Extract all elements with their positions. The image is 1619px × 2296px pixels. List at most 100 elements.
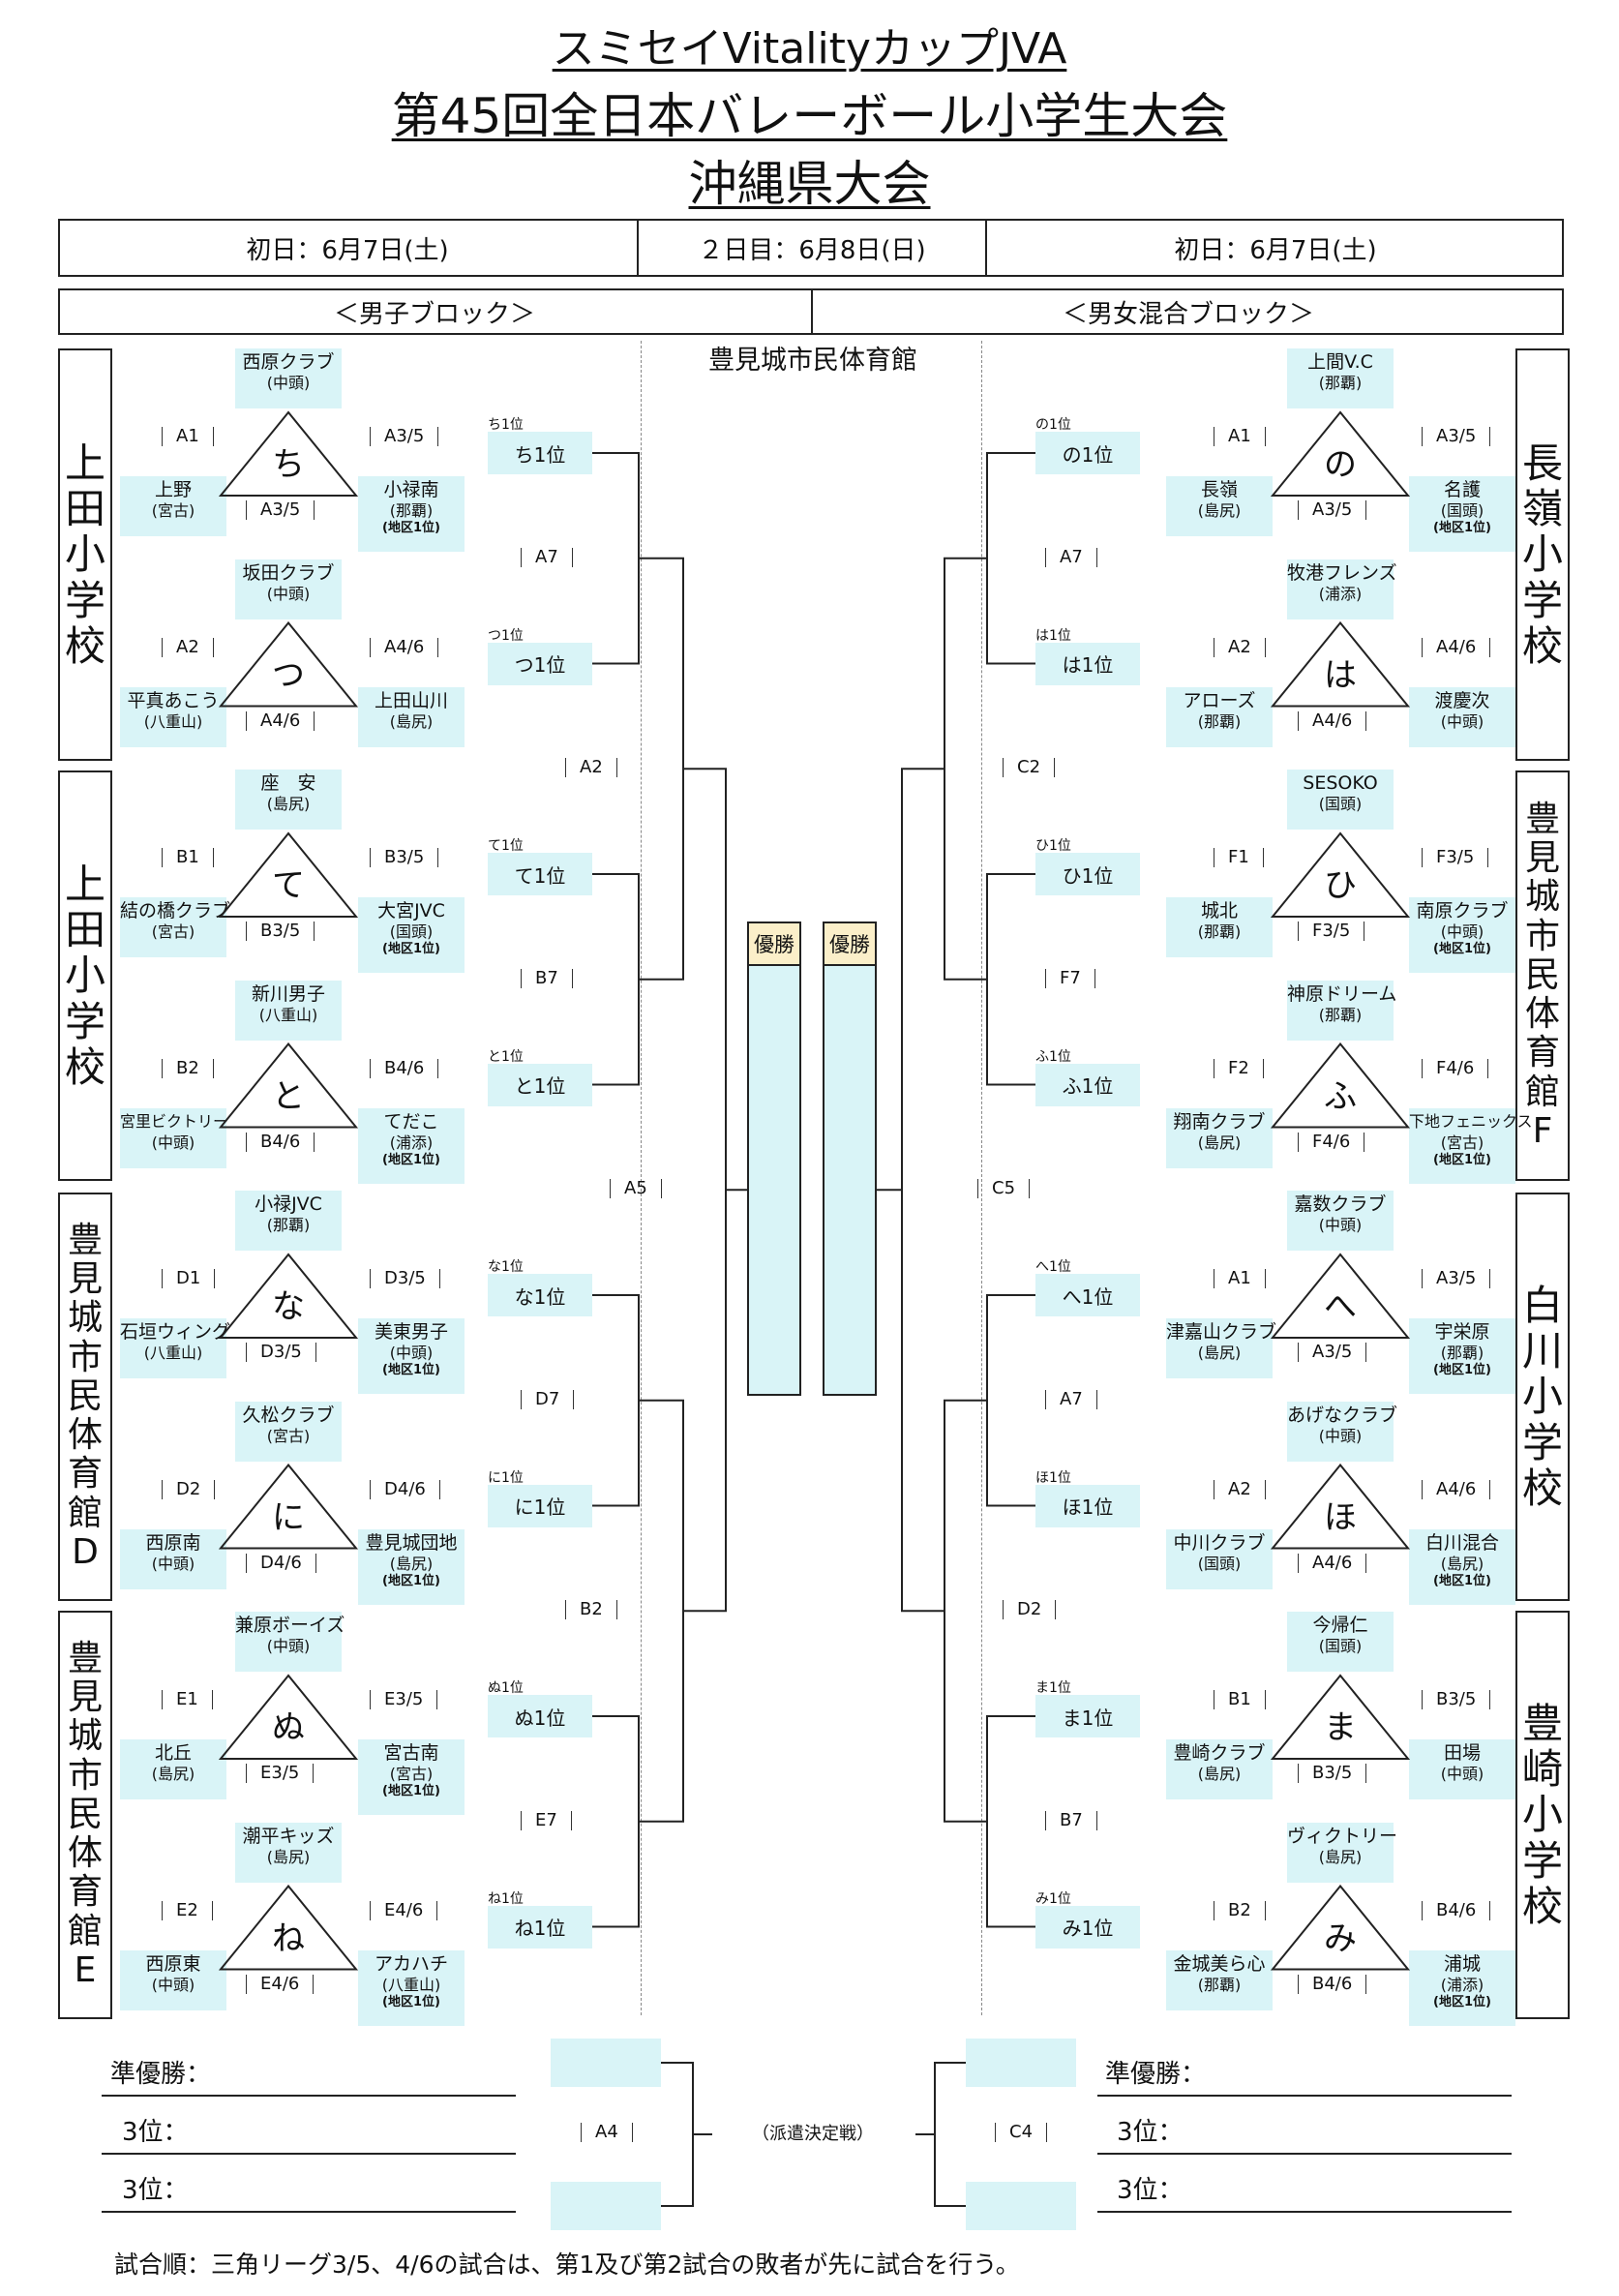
team-top-て: 座 安(島尻): [235, 770, 342, 830]
group-kana-ふ: ふ: [1324, 1076, 1357, 1116]
champion-box-right[interactable]: [823, 964, 877, 1396]
team-right-へ: 宇栄原(那覇)(地区1位): [1409, 1318, 1515, 1394]
team-left-へ: 津嘉山クラブ(島尻): [1166, 1318, 1276, 1378]
team-right-み: 浦城(浦添)(地区1位): [1409, 1949, 1515, 2026]
venue-char: 見: [1524, 837, 1560, 878]
team-left-ぬ: 北丘(島尻): [120, 1739, 226, 1799]
team-name: 結の橋クラブ: [120, 900, 231, 921]
match-label: B3/5: [232, 921, 328, 941]
match-label: D2: [148, 1479, 228, 1499]
match-label: A4/6: [1408, 1479, 1504, 1499]
match-label: D4/6: [232, 1553, 330, 1573]
playoff-slot-left-1[interactable]: [551, 2039, 661, 2087]
team-left-み: 金城美ら心(那覇): [1166, 1949, 1273, 2010]
group-triangle-み: [1270, 1884, 1411, 1971]
team-name: 石垣ウィング: [120, 1321, 231, 1343]
district-winner-badge: (地区1位): [1433, 1363, 1491, 1377]
third-label-left-2: 3位：: [122, 2176, 189, 2205]
venue-char: 嶺: [1521, 485, 1563, 533]
team-region: (宮古): [151, 501, 195, 520]
venue-l-1: 上田小学校: [58, 348, 112, 761]
team-name: 潮平キッズ: [242, 1825, 335, 1847]
bracket-r1-label: A7: [507, 547, 586, 567]
team-region: (国頭): [389, 922, 434, 941]
team-name: 浦城: [1443, 1952, 1481, 1975]
venue-char: 豊: [1524, 799, 1560, 839]
rank-box-つ[interactable]: つ1位: [488, 642, 592, 685]
match-label: F3/5: [1408, 847, 1502, 867]
match-label: D1: [148, 1268, 228, 1288]
team-region: (宮古): [389, 1765, 434, 1783]
team-name: 渡慶次: [1434, 689, 1490, 711]
team-left-つ: 平真あこう(八重山): [120, 686, 226, 747]
rank-box-ぬ[interactable]: ぬ1位: [488, 1695, 592, 1737]
bracket-r2-label: D2: [989, 1599, 1069, 1620]
rank-box-ま[interactable]: ま1位: [1035, 1695, 1140, 1737]
match-label: B2: [1200, 1900, 1279, 1920]
team-top-つ: 坂田クラブ(中頭): [235, 559, 342, 619]
district-winner-badge: (地区1位): [1433, 942, 1491, 956]
rank-box-ね[interactable]: ね1位: [488, 1905, 592, 1949]
team-region: (中頭): [151, 1133, 195, 1152]
group-kana-ひ: ひ: [1324, 866, 1357, 905]
rank-box-み[interactable]: み1位: [1035, 1905, 1140, 1949]
playoff-bracket-left: [661, 2062, 694, 2207]
team-name: アカハチ: [374, 1952, 448, 1975]
venue-char: 民: [67, 1794, 103, 1834]
rank-box-と[interactable]: と1位: [488, 1063, 592, 1106]
venue-char: 校: [64, 1042, 105, 1091]
bracket-r2-label: C2: [989, 757, 1068, 778]
group-triangle-ひ: [1270, 831, 1411, 918]
team-left-ま: 豊崎クラブ(島尻): [1166, 1739, 1273, 1799]
rank-box-ち[interactable]: ち1位: [488, 432, 592, 474]
district-winner-badge: (地区1位): [1433, 1994, 1491, 2009]
match-label: A1: [148, 426, 227, 446]
rank-box-は[interactable]: は1位: [1035, 642, 1140, 685]
bracket-r1-label: B7: [507, 968, 586, 988]
rank-small-ひ: ひ1位: [1035, 838, 1071, 854]
district-winner-badge: (地区1位): [382, 1994, 440, 2009]
rank-box-の[interactable]: の1位: [1035, 432, 1140, 474]
venue-char: 育: [1524, 1033, 1560, 1073]
playoff-slot-right-2[interactable]: [966, 2182, 1076, 2230]
venue-r-1: 長嶺小学校: [1515, 348, 1570, 761]
bracket-final-label: C5: [964, 1178, 1043, 1199]
group-triangle-ほ: [1270, 1463, 1411, 1550]
match-label: F2: [1200, 1058, 1277, 1078]
rank-box-て[interactable]: て1位: [488, 853, 592, 895]
block-left-label: ＜男子ブロック＞: [333, 299, 535, 329]
group-triangle-は: [1270, 620, 1411, 708]
rank-small-ぬ: ぬ1位: [488, 1680, 524, 1696]
team-region: (那覇): [1197, 1975, 1242, 1994]
venue-char: 白: [1521, 1282, 1563, 1330]
team-region: (国頭): [1318, 1637, 1363, 1655]
venue-char: 川: [1521, 1327, 1563, 1375]
playoff-left-label: A4: [567, 2122, 646, 2142]
rank-box-ふ[interactable]: ふ1位: [1035, 1063, 1140, 1106]
match-label: E3/5: [232, 1763, 327, 1783]
rank-box-な[interactable]: な1位: [488, 1274, 592, 1316]
district-winner-badge: (地区1位): [382, 521, 440, 535]
team-name: 田場: [1443, 1742, 1481, 1764]
playoff-slot-left-2[interactable]: [551, 2182, 661, 2230]
team-region: (島尻): [389, 711, 434, 731]
venue-char: 見: [67, 1677, 103, 1717]
match-label: E4/6: [232, 1974, 327, 1994]
playoff-slot-right-1[interactable]: [966, 2039, 1076, 2087]
venue-char: 民: [1524, 954, 1560, 995]
rank-box-へ[interactable]: へ1位: [1035, 1274, 1140, 1316]
third-label-left-1: 3位：: [122, 2118, 189, 2147]
team-name: 牧港フレンズ: [1287, 561, 1397, 584]
venue-char: 上: [64, 439, 105, 488]
rank-box-ひ[interactable]: ひ1位: [1035, 853, 1140, 895]
group-kana-み: み: [1324, 1918, 1357, 1958]
bracket-r1-line: [986, 1294, 1035, 1507]
third-label-right-2: 3位：: [1117, 2176, 1184, 2205]
district-winner-badge: (地区1位): [1433, 1573, 1491, 1588]
champion-box-left[interactable]: [747, 964, 801, 1396]
district-winner-badge: (地区1位): [1433, 521, 1491, 535]
team-top-へ: 嘉数クラブ(中頭): [1287, 1191, 1394, 1251]
rank-box-に[interactable]: に1位: [488, 1484, 592, 1527]
rank-box-ほ[interactable]: ほ1位: [1035, 1484, 1140, 1527]
match-label: B3/5: [1284, 1763, 1380, 1783]
